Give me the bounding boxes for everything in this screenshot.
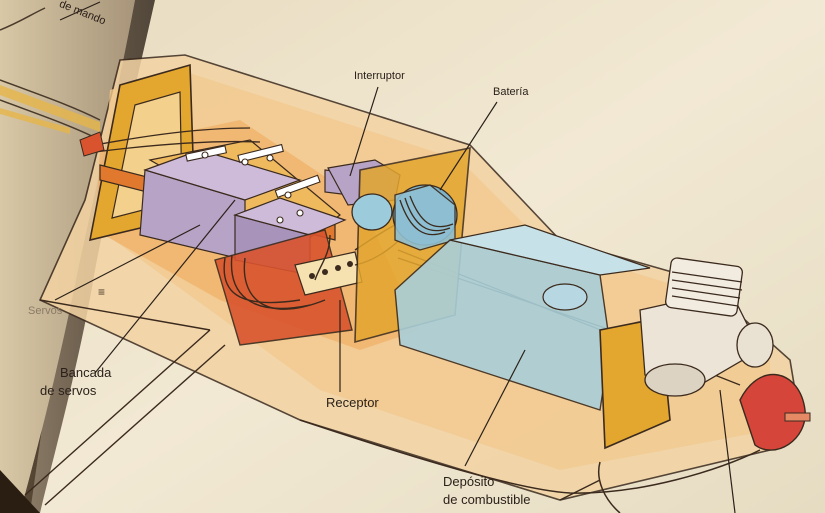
servo-arms: [185, 143, 321, 224]
wheel-strut: [598, 461, 621, 513]
left-page-yellow-strips: [0, 85, 100, 134]
battery: [351, 184, 458, 251]
label-servos: Servos: [28, 305, 63, 317]
fuel-tank-top: [449, 224, 651, 276]
label-deposito-2: de combustible: [443, 492, 531, 507]
spinner: [739, 373, 811, 451]
rod-tube: [79, 131, 105, 157]
receiver: [214, 229, 353, 346]
label-receptor: Receptor: [326, 395, 379, 410]
wing-lines: [24, 299, 601, 506]
label-bancada-2: de servos: [40, 383, 97, 398]
leader-lines: [54, 1, 736, 513]
fuel-tank-neck: [542, 283, 588, 311]
bottom-left-shadow: [0, 470, 40, 513]
label-interruptor: Interruptor: [354, 70, 405, 82]
page-mark: ≡: [98, 285, 105, 299]
engine: [639, 257, 774, 397]
label-bateria: Batería: [493, 86, 529, 98]
label-bancada-1: Bancada: [60, 365, 112, 380]
receiver-plugs: [309, 261, 353, 279]
fuselage-bottom: [299, 419, 761, 494]
label-deposito-1: Depósito: [443, 474, 495, 489]
